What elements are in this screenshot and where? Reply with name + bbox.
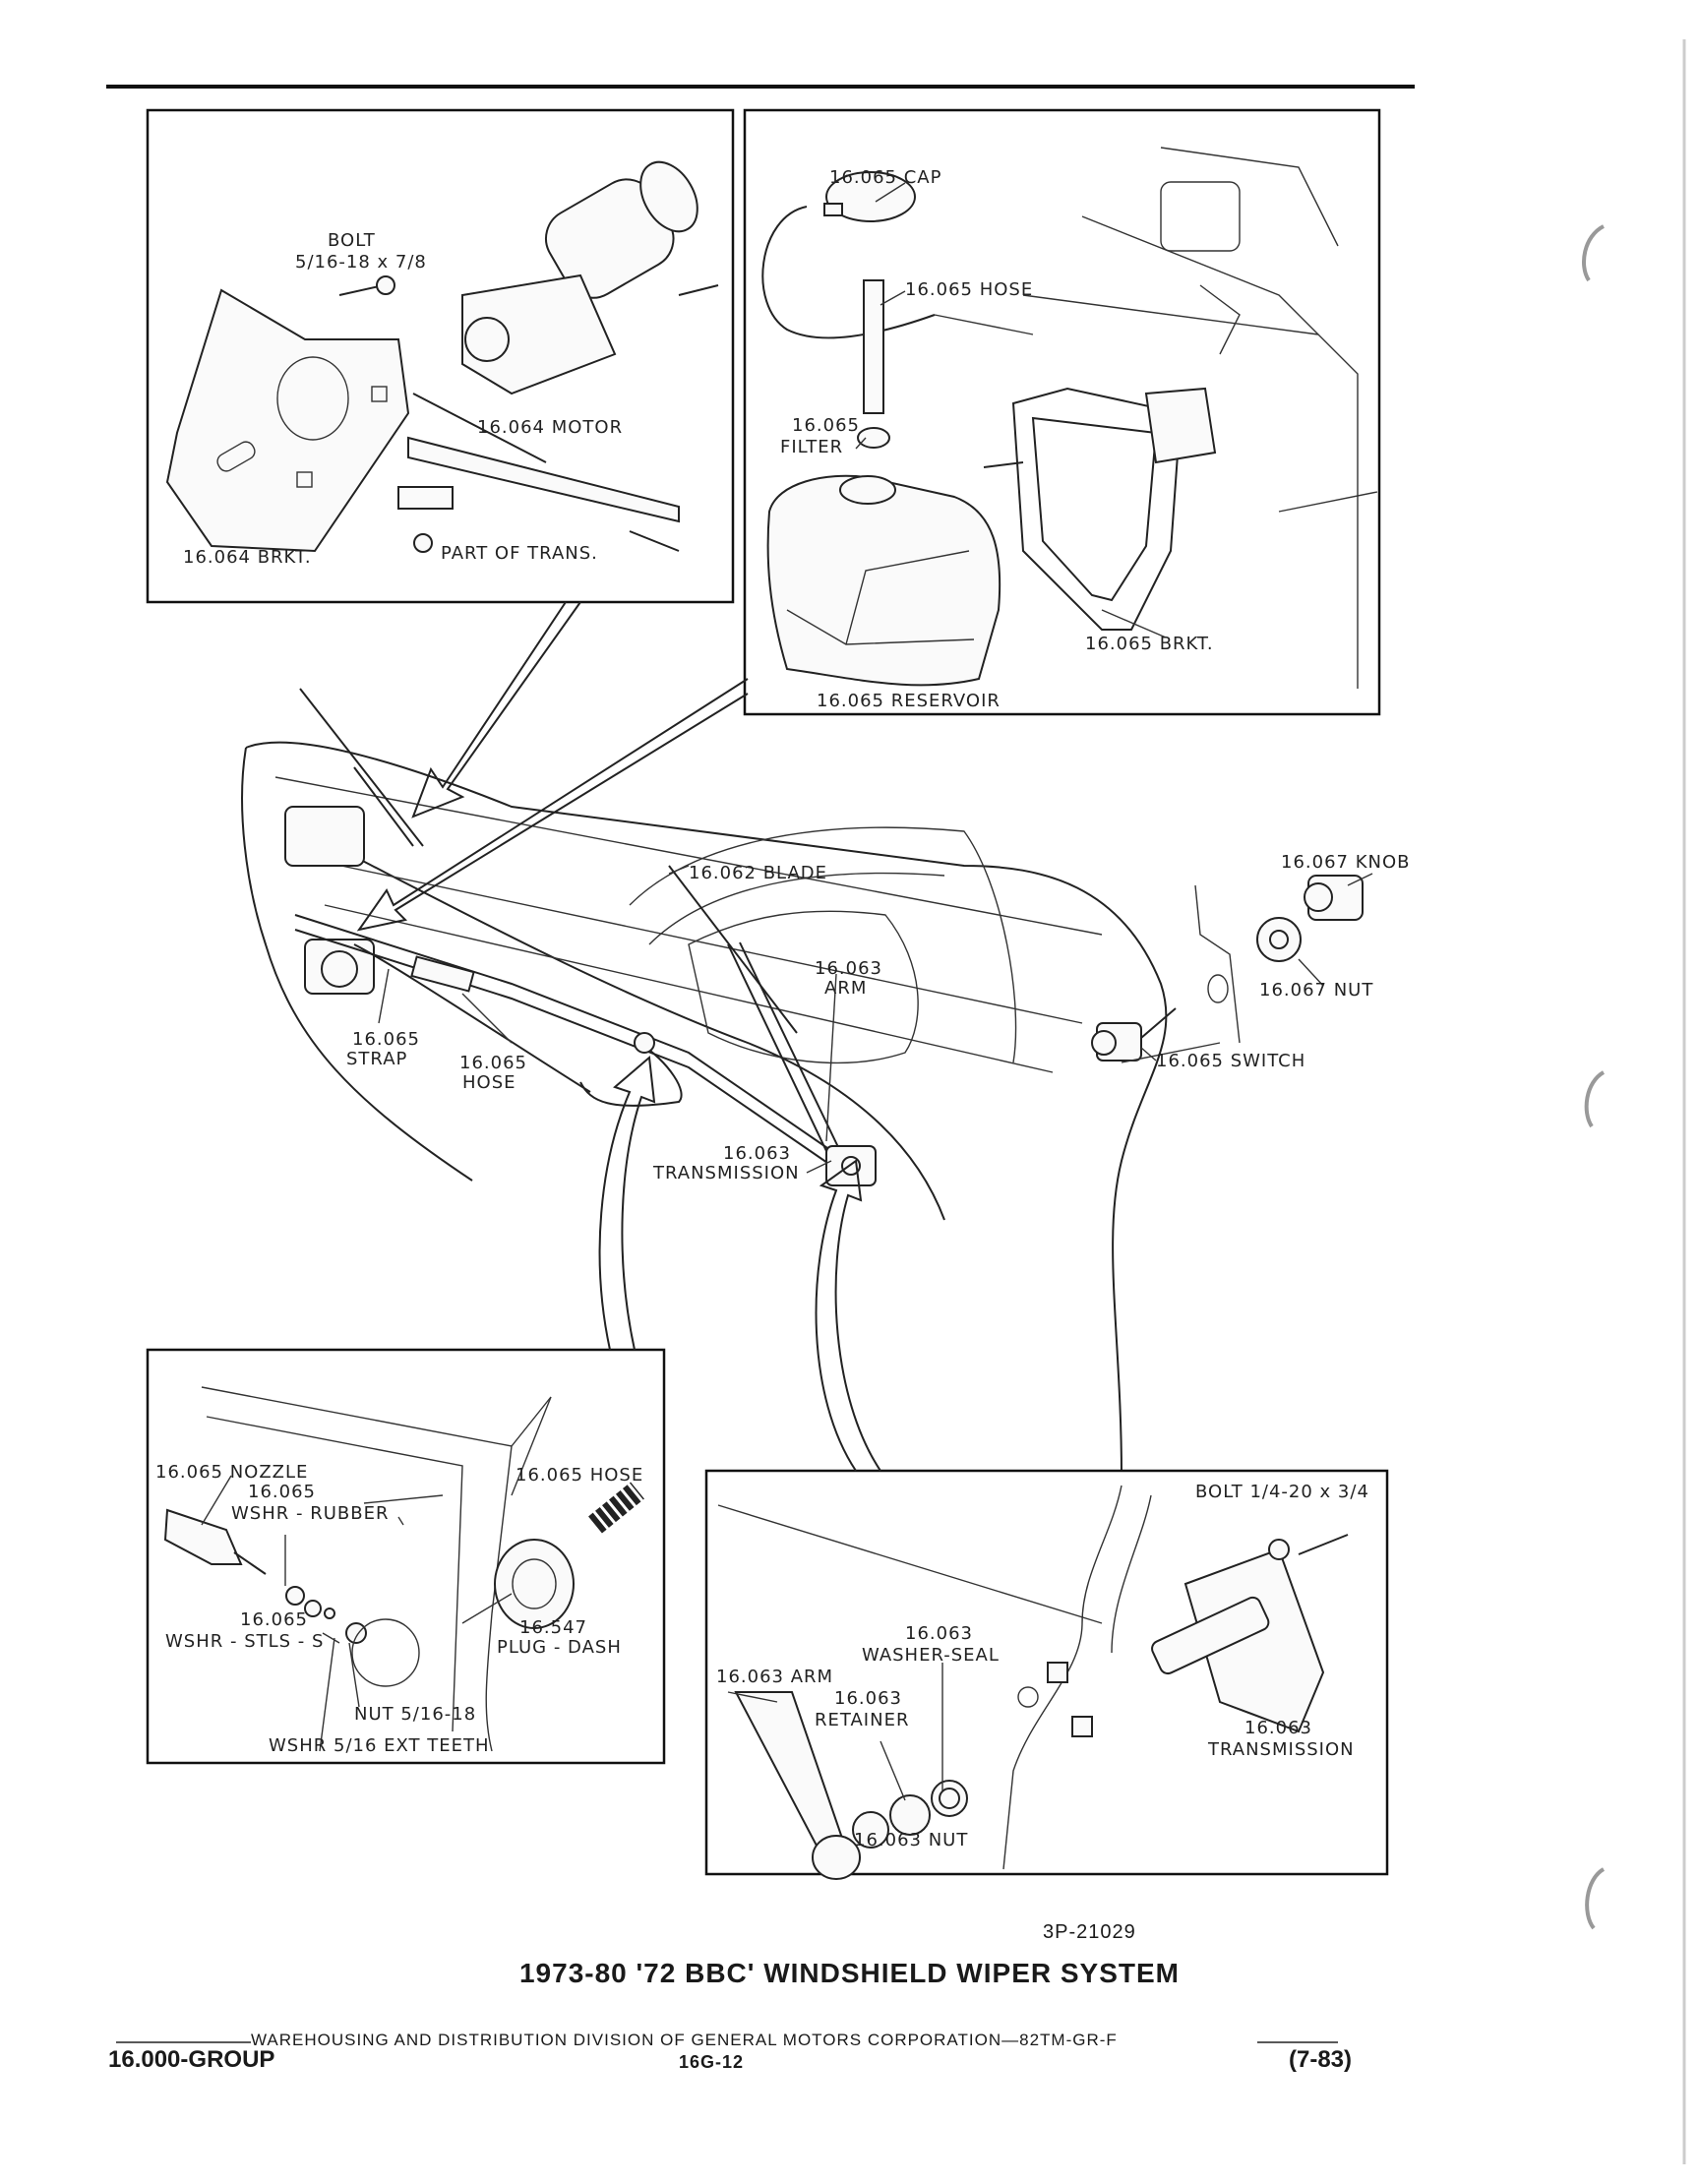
label-strap: STRAP	[346, 1049, 407, 1069]
figure-code: 3P-21029	[1043, 1921, 1136, 1943]
label-trans-bolt: BOLT 1/4-20 x 3/4	[1195, 1482, 1369, 1502]
label-reservoir: 16.065 RESERVOIR	[817, 691, 1001, 711]
label-knob-nut: 16.067 NUT	[1259, 980, 1373, 1001]
label-nozzle-nut: NUT 5/16-18	[354, 1704, 476, 1725]
label-wshr-rubber-num: 16.065	[248, 1482, 316, 1502]
nozzle-panel	[146, 1348, 666, 1765]
label-nozzle-hose: 16.065 HOSE	[516, 1465, 643, 1486]
label-switch: 16.065 SWITCH	[1156, 1051, 1305, 1071]
transmission-panel	[704, 1469, 1389, 1880]
label-retainer-num: 16.063	[834, 1688, 902, 1709]
label-strap-num: 16.065	[352, 1029, 420, 1050]
footer-division: WAREHOUSING AND DISTRIBUTION DIVISION OF…	[251, 2031, 1118, 2049]
label-transmission-num: 16.063	[723, 1143, 791, 1164]
label-arm: ARM	[824, 978, 867, 999]
figure-caption: 1973-80 '72 BBC' WINDSHIELD WIPER SYSTEM	[518, 1958, 1180, 1988]
label-retainer: RETAINER	[815, 1710, 909, 1730]
part-labels: BOLT 5/16-18 x 7/8 16.064 MOTOR 16.064 B…	[155, 167, 1411, 1850]
label-arm-num: 16.063	[815, 958, 882, 979]
label-washer-seal-num: 16.063	[905, 1623, 973, 1644]
arrow-motor-to-view	[411, 601, 581, 819]
callout-arrows	[356, 601, 881, 1472]
label-trans-transmission: TRANSMISSION	[1207, 1739, 1355, 1760]
motor-panel	[146, 108, 735, 604]
label-reservoir-bracket: 16.065 BRKT.	[1085, 634, 1214, 654]
label-motor: 16.064 MOTOR	[477, 417, 623, 438]
label-hose-num: 16.065	[459, 1053, 527, 1073]
label-plug: PLUG - DASH	[497, 1637, 622, 1658]
label-transmission: TRANSMISSION	[652, 1163, 800, 1183]
label-trans-nut: 16.063 NUT	[854, 1830, 968, 1850]
label-plug-num: 16.547	[519, 1617, 587, 1638]
label-cap: 16.065 CAP	[829, 167, 941, 188]
label-nozzle: 16.065 NOZZLE	[155, 1462, 308, 1483]
label-blade: 16.062 BLADE	[689, 863, 827, 883]
label-filter-num: 16.065	[792, 415, 860, 436]
label-wshr-stls-num: 16.065	[240, 1609, 308, 1630]
label-filter: FILTER	[780, 437, 843, 457]
label-trans-transmission-num: 16.063	[1244, 1718, 1312, 1738]
reservoir-panel	[743, 108, 1381, 716]
arrow-transmission-to-view	[815, 1159, 881, 1472]
label-bolt-size: 5/16-18 x 7/8	[295, 252, 427, 273]
leader-lines	[201, 182, 1373, 1801]
label-washer-seal: WASHER-SEAL	[862, 1645, 1000, 1666]
label-wshr-ext: WSHR 5/16 EXT TEETH	[269, 1735, 490, 1756]
arrow-reservoir-to-view	[356, 678, 749, 932]
label-wshr-rubber: WSHR - RUBBER	[231, 1503, 389, 1524]
label-trans-arm: 16.063 ARM	[716, 1667, 833, 1687]
label-motor-bracket: 16.064 BRKT.	[183, 547, 312, 568]
label-hose: HOSE	[462, 1072, 516, 1093]
arrow-nozzle-to-view	[598, 1056, 656, 1351]
footer-page-number: 16G-12	[679, 2052, 745, 2072]
label-part-of-trans: PART OF TRANS.	[441, 543, 598, 564]
label-wshr-stls: WSHR - STLS - S	[165, 1631, 324, 1652]
footer-date: (7-83)	[1289, 2046, 1353, 2073]
footer-group: 16.000-GROUP	[108, 2046, 275, 2073]
label-reservoir-hose: 16.065 HOSE	[905, 279, 1033, 300]
label-knob: 16.067 KNOB	[1281, 852, 1411, 873]
label-bolt: BOLT	[328, 230, 376, 251]
binder-marks	[1582, 39, 1686, 2164]
